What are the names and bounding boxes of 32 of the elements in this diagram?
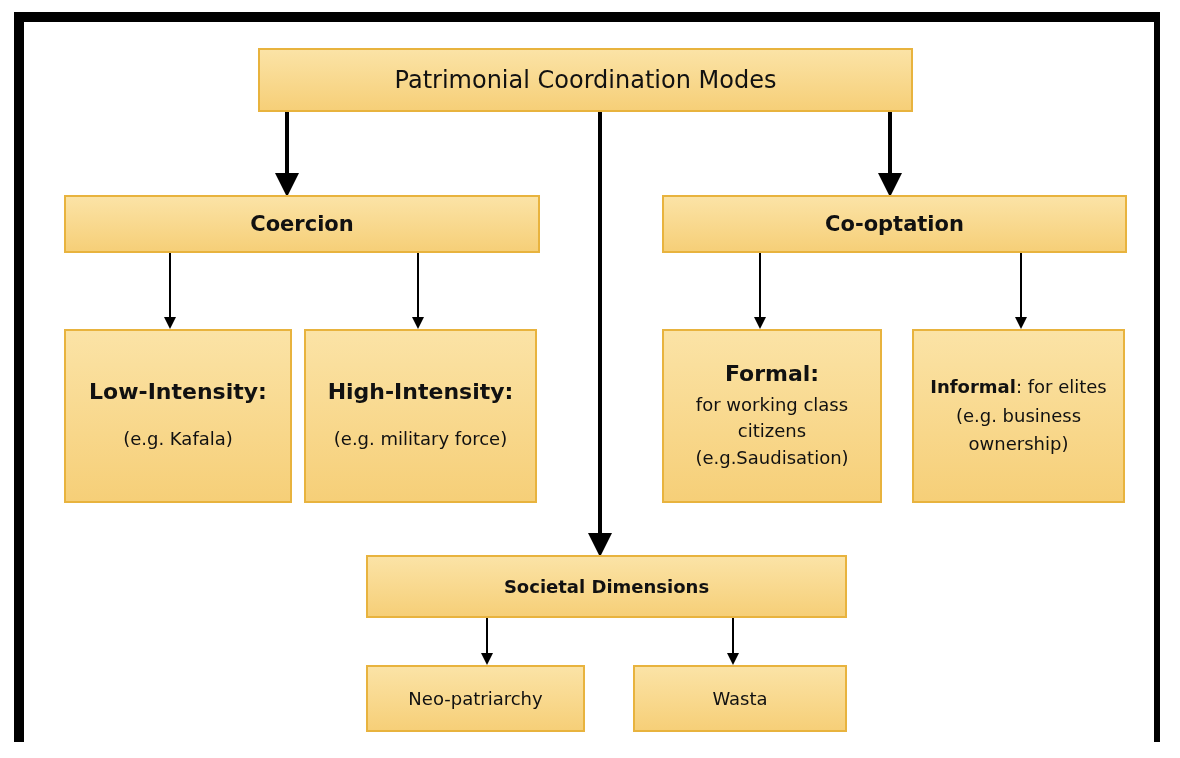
arrow bbox=[878, 112, 902, 197]
subcategory-box bbox=[662, 329, 882, 503]
arrow bbox=[164, 252, 176, 329]
box-heading: Neo-patriarchy bbox=[408, 688, 543, 709]
box-heading: Coercion bbox=[250, 212, 354, 236]
arrow bbox=[412, 252, 424, 329]
arrow bbox=[754, 252, 766, 329]
arrow bbox=[275, 112, 299, 197]
box-heading: Wasta bbox=[712, 688, 768, 709]
category-box bbox=[64, 195, 540, 253]
title-box bbox=[258, 48, 913, 112]
box-heading: Low-Intensity: bbox=[89, 379, 267, 405]
arrow bbox=[588, 112, 612, 557]
item-box bbox=[633, 665, 847, 732]
arrow bbox=[1015, 252, 1027, 329]
arrow bbox=[727, 617, 739, 665]
box-description: for working class citizens (e.g.Saudisation) bbox=[694, 393, 850, 470]
subcategory-box bbox=[64, 329, 292, 503]
subcategory-box bbox=[304, 329, 537, 503]
arrow bbox=[481, 617, 493, 665]
box-heading: Informal: for elites (e.g. business ownership) bbox=[929, 374, 1108, 457]
box-heading: Co-optation bbox=[825, 212, 964, 236]
box-description: (e.g. Kafala) bbox=[123, 427, 233, 452]
box-heading: Patrimonial Coordination Modes bbox=[394, 66, 777, 94]
item-box bbox=[366, 665, 585, 732]
box-description: (e.g. military force) bbox=[333, 427, 508, 452]
box-heading: High-Intensity: bbox=[327, 379, 514, 405]
box-heading: Formal: bbox=[724, 361, 820, 387]
box-heading: Societal Dimensions bbox=[503, 576, 710, 597]
category-box bbox=[662, 195, 1127, 253]
subcategory-box bbox=[912, 329, 1125, 503]
category-box bbox=[366, 555, 847, 618]
